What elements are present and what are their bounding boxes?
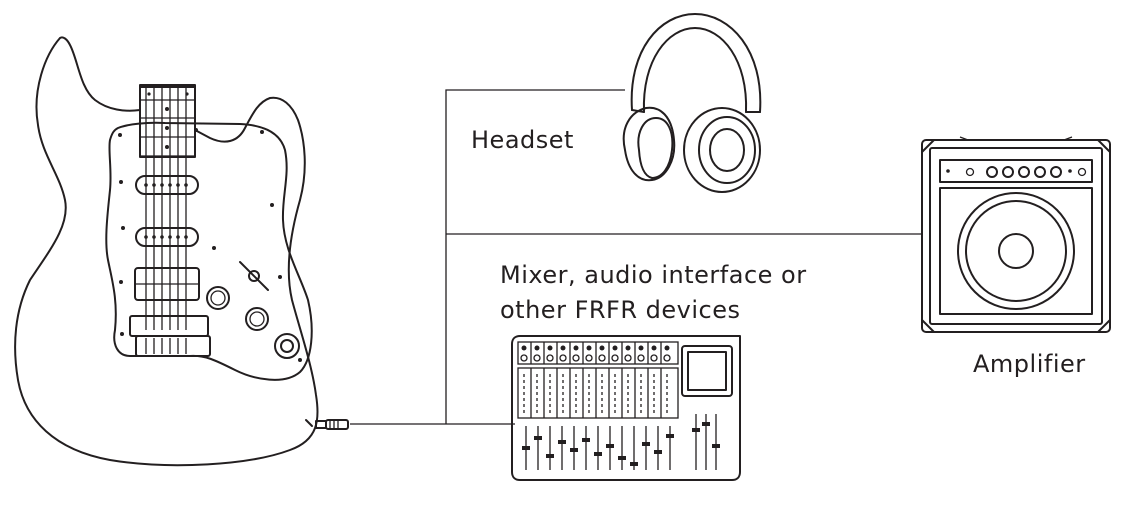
guitar-strings (145, 87, 187, 330)
mixer-label-line2: other FRFR devices (500, 296, 741, 324)
connection-lines (350, 89, 922, 425)
headphones-icon (622, 13, 762, 193)
mixer-label-line1: Mixer, audio interface or (500, 261, 807, 289)
guitar-controls (206, 261, 300, 359)
mixer-label: Mixer, audio interface or other FRFR dev… (500, 258, 807, 328)
guitar-pickups (134, 175, 200, 301)
mixer-inputs (517, 341, 679, 365)
amplifier-icon (921, 136, 1111, 333)
mixer-icon (511, 335, 741, 481)
guitar-bridge (129, 315, 211, 357)
mixer-faders (522, 414, 720, 470)
guitar-neck (139, 86, 196, 158)
guitar-output-jack (305, 419, 349, 430)
mixer-knobs (517, 367, 679, 419)
headset-label: Headset (471, 126, 574, 154)
amplifier-label: Amplifier (973, 350, 1086, 378)
guitar-icon (14, 36, 349, 467)
pickguard-screws (118, 128, 302, 362)
